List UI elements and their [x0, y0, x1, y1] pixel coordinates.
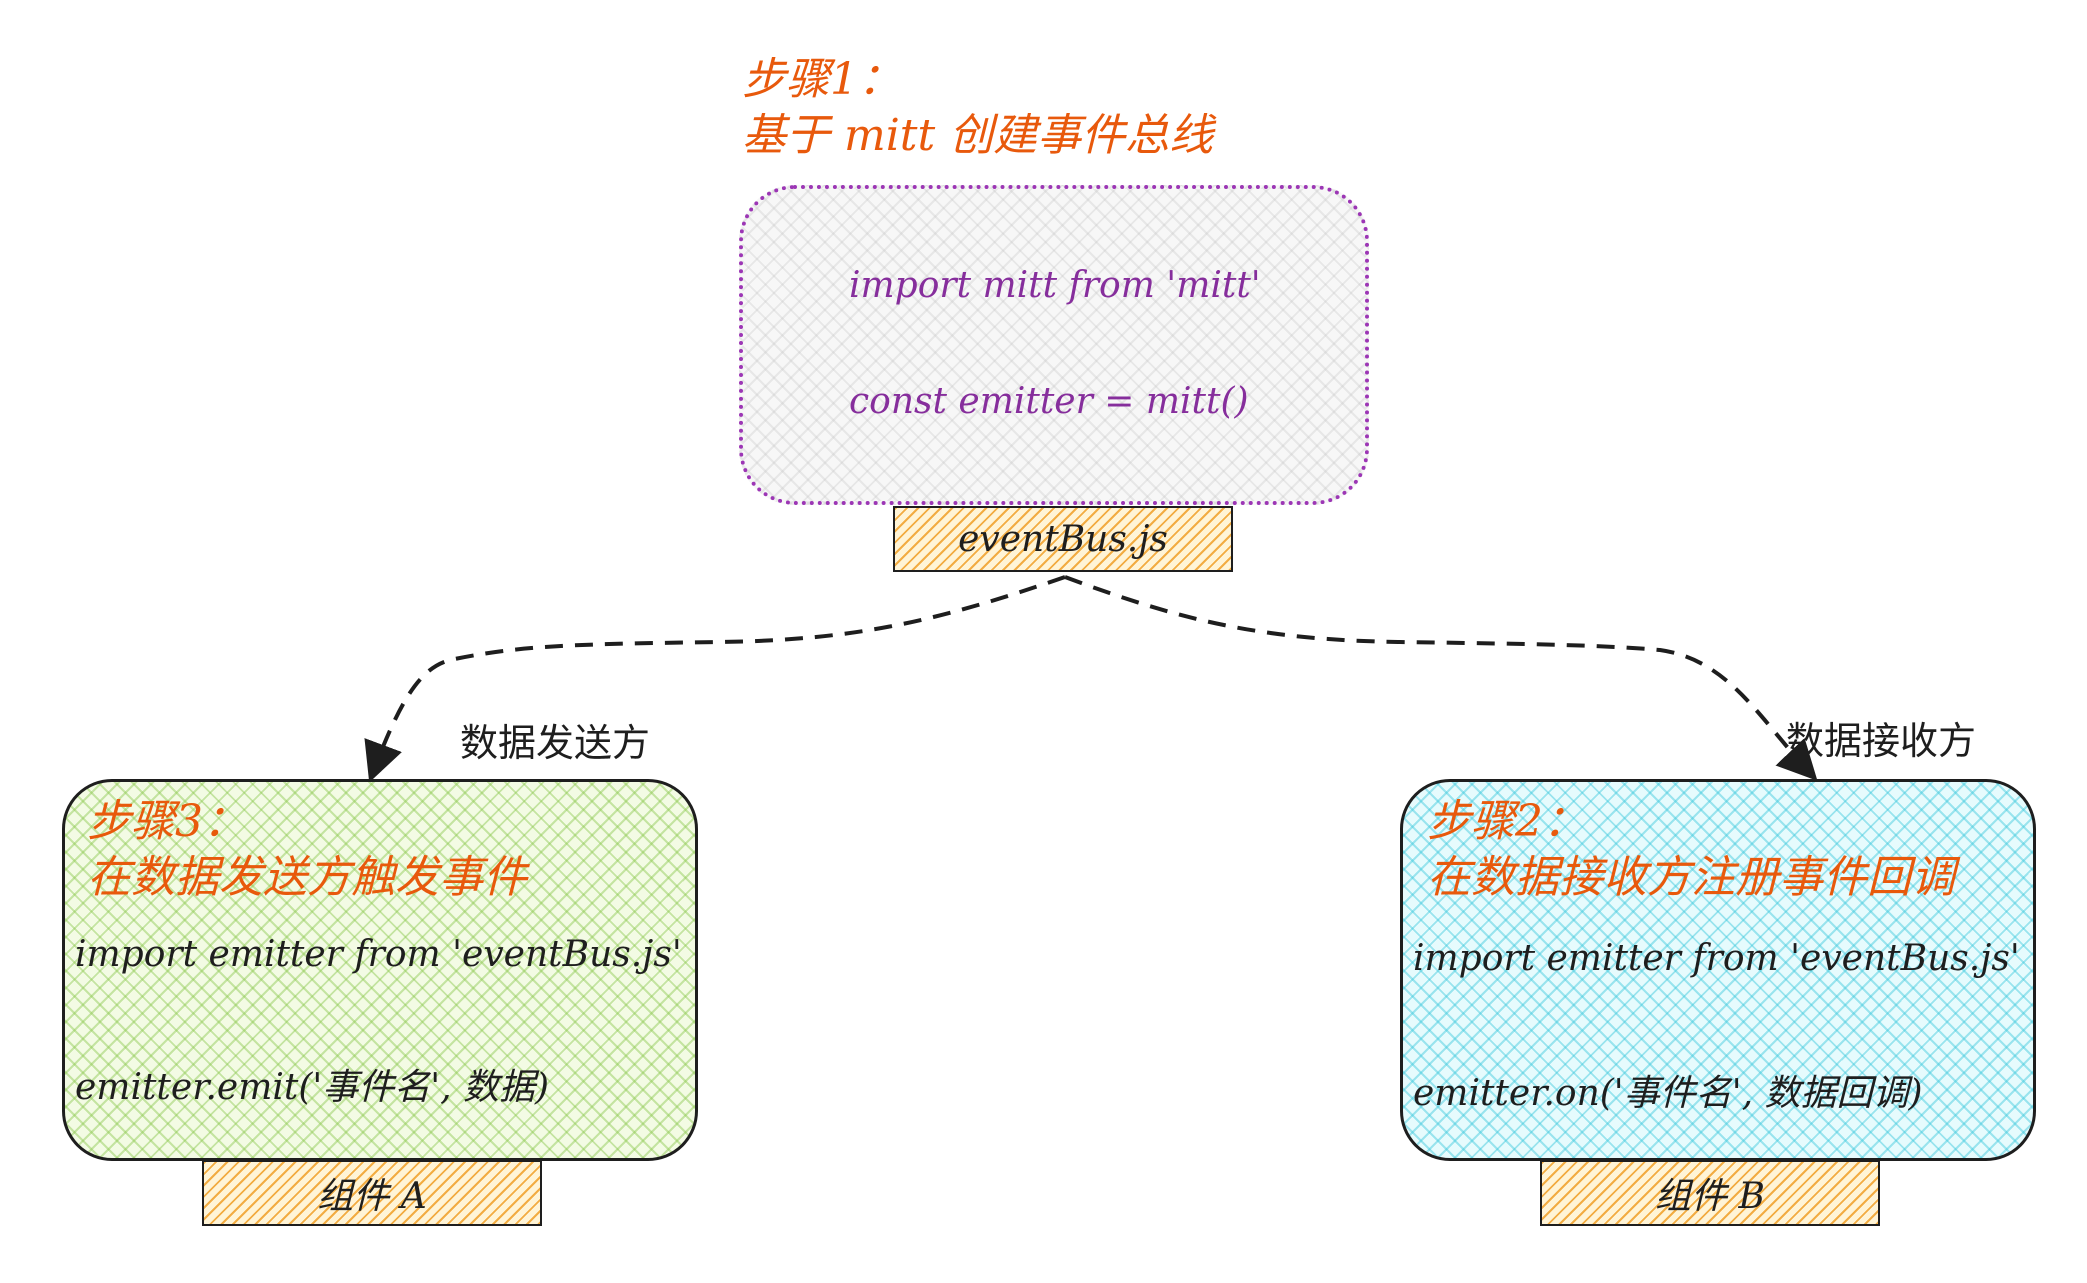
- component-a-step: 步骤3： 在数据发送方触发事件: [87, 794, 527, 906]
- component-a-code-import: import emitter from 'eventBus.js': [75, 934, 682, 975]
- component-b-tag: 组件 B: [1540, 1160, 1880, 1226]
- step1-heading: 步骤1： 基于 mitt 创建事件总线: [742, 52, 1213, 164]
- component-b-step-line2: 在数据接收方注册事件回调: [1427, 852, 1955, 903]
- component-b-step-line1: 步骤2：: [1427, 796, 1587, 847]
- component-b-code-on: emitter.on('事件名', 数据回调): [1413, 1073, 1923, 1114]
- event-bus-file-tag: eventBus.js: [893, 506, 1233, 572]
- component-b-box: 步骤2： 在数据接收方注册事件回调 import emitter from 'e…: [1400, 779, 2036, 1161]
- event-bus-code-const: const emitter = mitt(): [849, 381, 1249, 422]
- event-bus-box: import mitt from 'mitt' const emitter = …: [739, 185, 1369, 505]
- component-a-tag: 组件 A: [202, 1160, 542, 1226]
- step1-line2: 基于 mitt 创建事件总线: [742, 110, 1214, 161]
- component-b-step: 步骤2： 在数据接收方注册事件回调: [1427, 794, 1955, 906]
- arrow-bus-to-component-a: [364, 575, 1066, 783]
- component-a-box: 步骤3： 在数据发送方触发事件 import emitter from 'eve…: [62, 779, 698, 1161]
- component-a-code-emit: emitter.emit('事件名', 数据): [75, 1067, 550, 1108]
- edge-label-sender: 数据发送方: [460, 721, 651, 765]
- component-b-code-import: import emitter from 'eventBus.js': [1413, 938, 2020, 979]
- arrow-bus-to-component-b: [1064, 575, 1818, 781]
- edge-label-receiver: 数据接收方: [1786, 719, 1977, 763]
- event-bus-code-import: import mitt from 'mitt': [849, 265, 1261, 306]
- component-a-step-line1: 步骤3：: [87, 796, 247, 847]
- step1-line1: 步骤1：: [742, 54, 902, 105]
- component-a-step-line2: 在数据发送方触发事件: [87, 852, 527, 903]
